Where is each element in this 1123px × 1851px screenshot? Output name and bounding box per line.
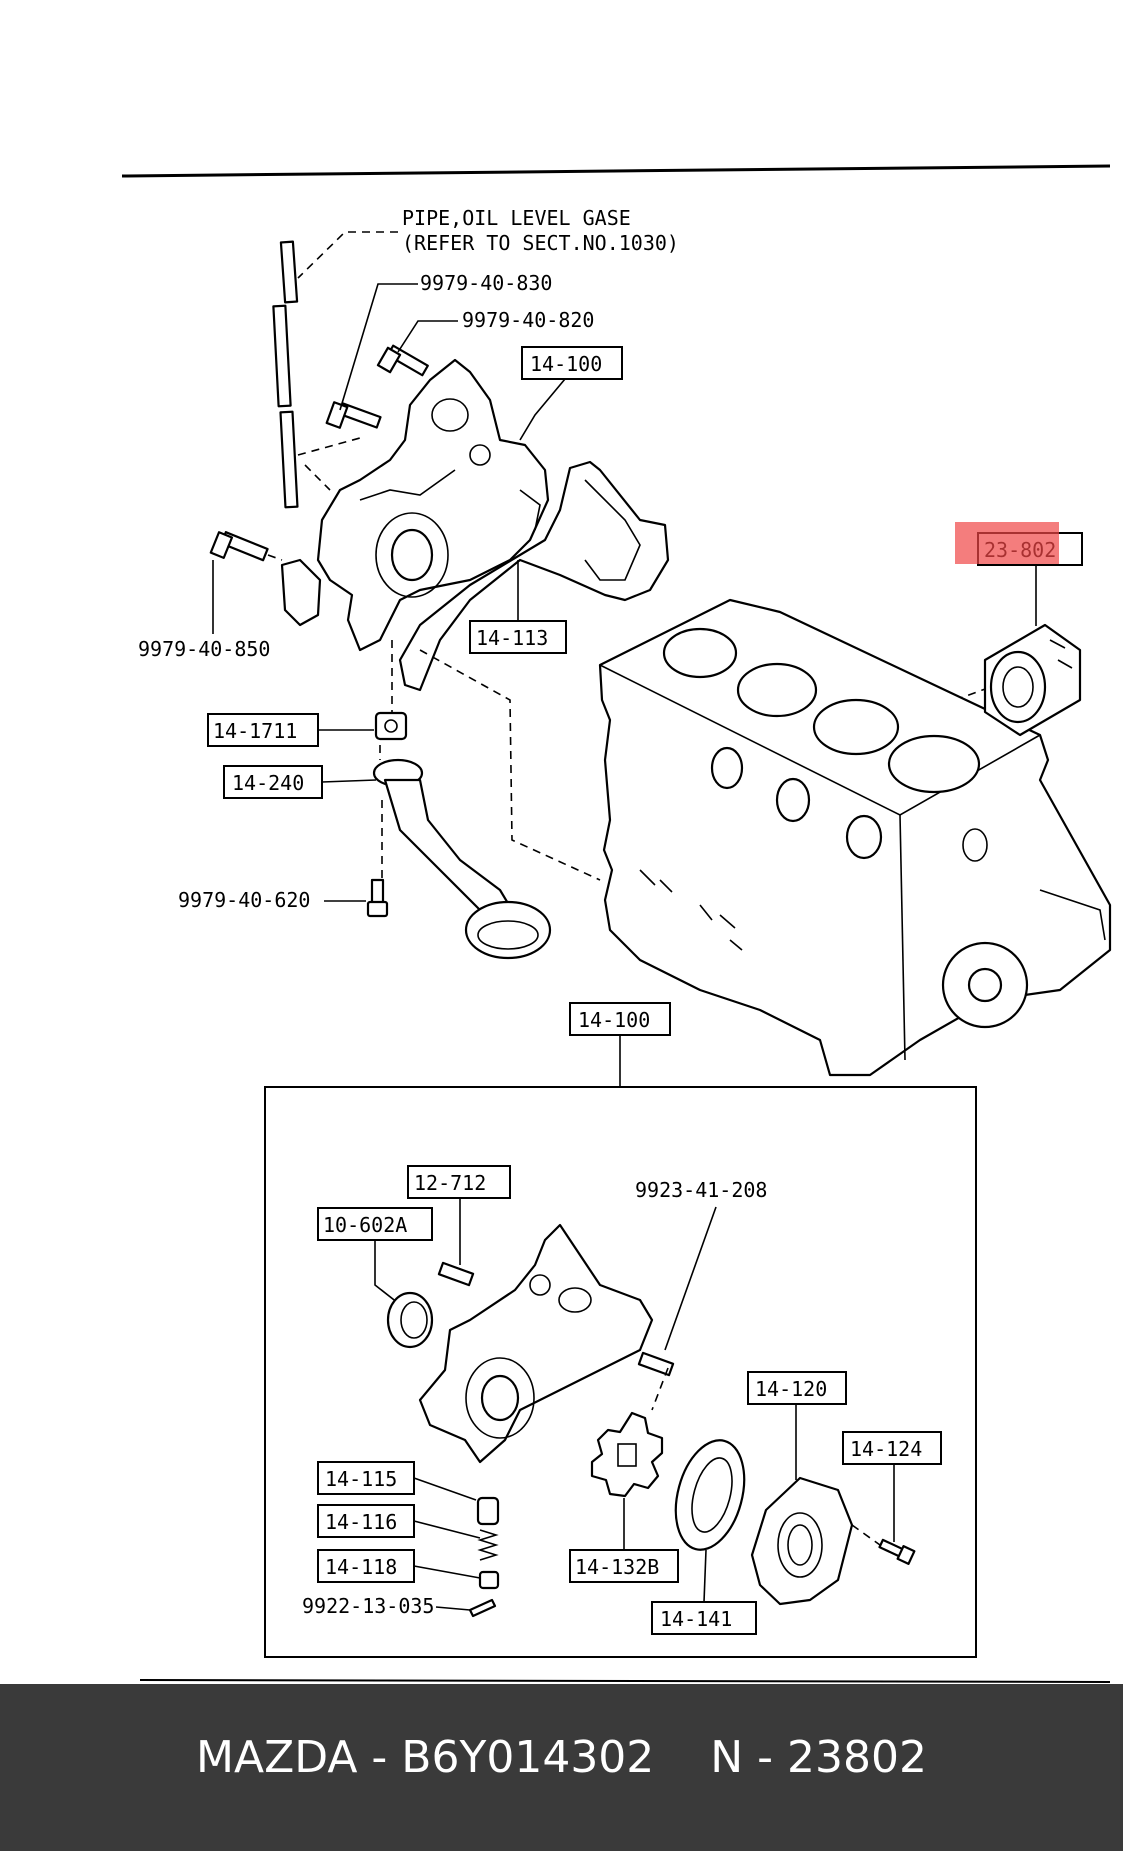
svg-text:9979-40-830: 9979-40-830 — [420, 271, 552, 295]
svg-text:10-602A: 10-602A — [323, 1213, 407, 1237]
label-9979-40-830: 9979-40-830 — [339, 271, 552, 411]
plunger-14-115-part — [476, 1496, 500, 1526]
label-14-124: 14-124 — [842, 1431, 942, 1542]
pump-cover-14-120-part — [750, 1476, 854, 1606]
svg-text:14-240: 14-240 — [232, 771, 304, 795]
oil-pump-body-lower — [418, 1223, 654, 1464]
assembly-line — [851, 1524, 881, 1546]
bolt-9979-40-620-part — [366, 878, 389, 918]
assembly-line — [651, 1367, 669, 1411]
label-9922-13-035: 9922-13-035 — [302, 1594, 471, 1618]
spring-14-116-part — [477, 1529, 499, 1561]
label-14-115: 14-115 — [317, 1461, 477, 1501]
oil-filter-23-802-part — [983, 623, 1082, 737]
svg-text:12-712: 12-712 — [414, 1171, 486, 1195]
cotter-pin-9922-13-035-part — [468, 1598, 497, 1618]
highlight-marker — [955, 522, 1059, 564]
svg-text:9922-13-035: 9922-13-035 — [302, 1594, 434, 1618]
bolt-9979-40-830-part — [325, 401, 382, 429]
svg-text:14-100: 14-100 — [578, 1008, 650, 1032]
oil-pump-assembly-upper — [316, 358, 550, 652]
caption-leader — [297, 231, 398, 279]
pin-9923-41-208-part — [637, 1351, 675, 1377]
bottom-rule — [139, 1679, 1111, 1683]
assembly-line — [419, 649, 601, 881]
label-9979-40-850: 9979-40-850 — [138, 560, 270, 661]
bolt-9979-40-850-part — [209, 531, 322, 627]
assembly-line — [297, 437, 361, 456]
label-14-100-lower: 14-100 — [569, 1002, 671, 1086]
label-14-240: 14-240 — [223, 765, 377, 799]
label-14-118: 14-118 — [317, 1549, 481, 1583]
svg-text:14-118: 14-118 — [325, 1555, 397, 1579]
svg-text:9979-40-820: 9979-40-820 — [462, 308, 594, 332]
exploded-view-frame — [264, 1086, 977, 1658]
label-10-602a: 10-602A — [317, 1207, 433, 1304]
oil-strainer-14-240-part — [372, 758, 552, 960]
svg-text:14-120: 14-120 — [755, 1377, 827, 1401]
label-9979-40-620: 9979-40-620 — [178, 888, 366, 912]
engine-block — [598, 598, 1112, 1077]
gasket-14-113 — [398, 460, 670, 692]
svg-text:14-113: 14-113 — [476, 626, 548, 650]
label-9979-40-820: 9979-40-820 — [397, 308, 594, 353]
svg-text:14-100: 14-100 — [530, 352, 602, 376]
footer-bar: MAZDA - B6Y014302 N - 23802 — [0, 1684, 1123, 1851]
svg-text:14-132B: 14-132B — [575, 1555, 659, 1579]
o-ring-14-1711-part — [374, 711, 408, 741]
label-14-116: 14-116 — [317, 1504, 481, 1539]
svg-text:14-141: 14-141 — [660, 1607, 732, 1631]
plug-14-118-part — [478, 1570, 500, 1590]
top-rule — [121, 164, 1111, 178]
oil-level-pipe — [272, 240, 299, 509]
outer-rotor-14-141-part — [674, 1439, 746, 1551]
svg-text:14-116: 14-116 — [325, 1510, 397, 1534]
label-14-1711: 14-1711 — [207, 713, 374, 747]
inner-gear-14-132b-part — [590, 1411, 664, 1498]
assembly-line — [267, 554, 283, 561]
svg-text:14-1711: 14-1711 — [213, 719, 297, 743]
svg-text:9979-40-620: 9979-40-620 — [178, 888, 310, 912]
svg-text:14-115: 14-115 — [325, 1467, 397, 1491]
label-14-132b: 14-132B — [569, 1498, 679, 1583]
svg-text:14-124: 14-124 — [850, 1437, 922, 1461]
footer-part-info: MAZDA - B6Y014302 N - 23802 — [196, 1732, 927, 1783]
svg-text:9923-41-208: 9923-41-208 — [635, 1178, 767, 1202]
label-14-100-upper: 14-100 — [519, 346, 623, 441]
pin-12-712-part — [437, 1261, 475, 1287]
parts-diagram: PIPE,OIL LEVEL GASE (REFER TO SECT.NO.10… — [121, 164, 1112, 1683]
screw-14-124-part — [878, 1538, 916, 1565]
label-14-120: 14-120 — [747, 1371, 847, 1480]
label-12-712: 12-712 — [407, 1165, 511, 1265]
label-9923-41-208: 9923-41-208 — [635, 1178, 767, 1351]
svg-text:9979-40-850: 9979-40-850 — [138, 637, 270, 661]
caption-line-2: (REFER TO SECT.NO.1030) — [402, 231, 679, 255]
oil-seal-10-602a-part — [386, 1291, 434, 1349]
label-14-141: 14-141 — [651, 1549, 757, 1635]
bolt-9979-40-820-part — [376, 344, 429, 377]
assembly-line — [304, 464, 331, 491]
label-14-113: 14-113 — [469, 560, 567, 654]
caption-line-1: PIPE,OIL LEVEL GASE — [402, 206, 631, 230]
